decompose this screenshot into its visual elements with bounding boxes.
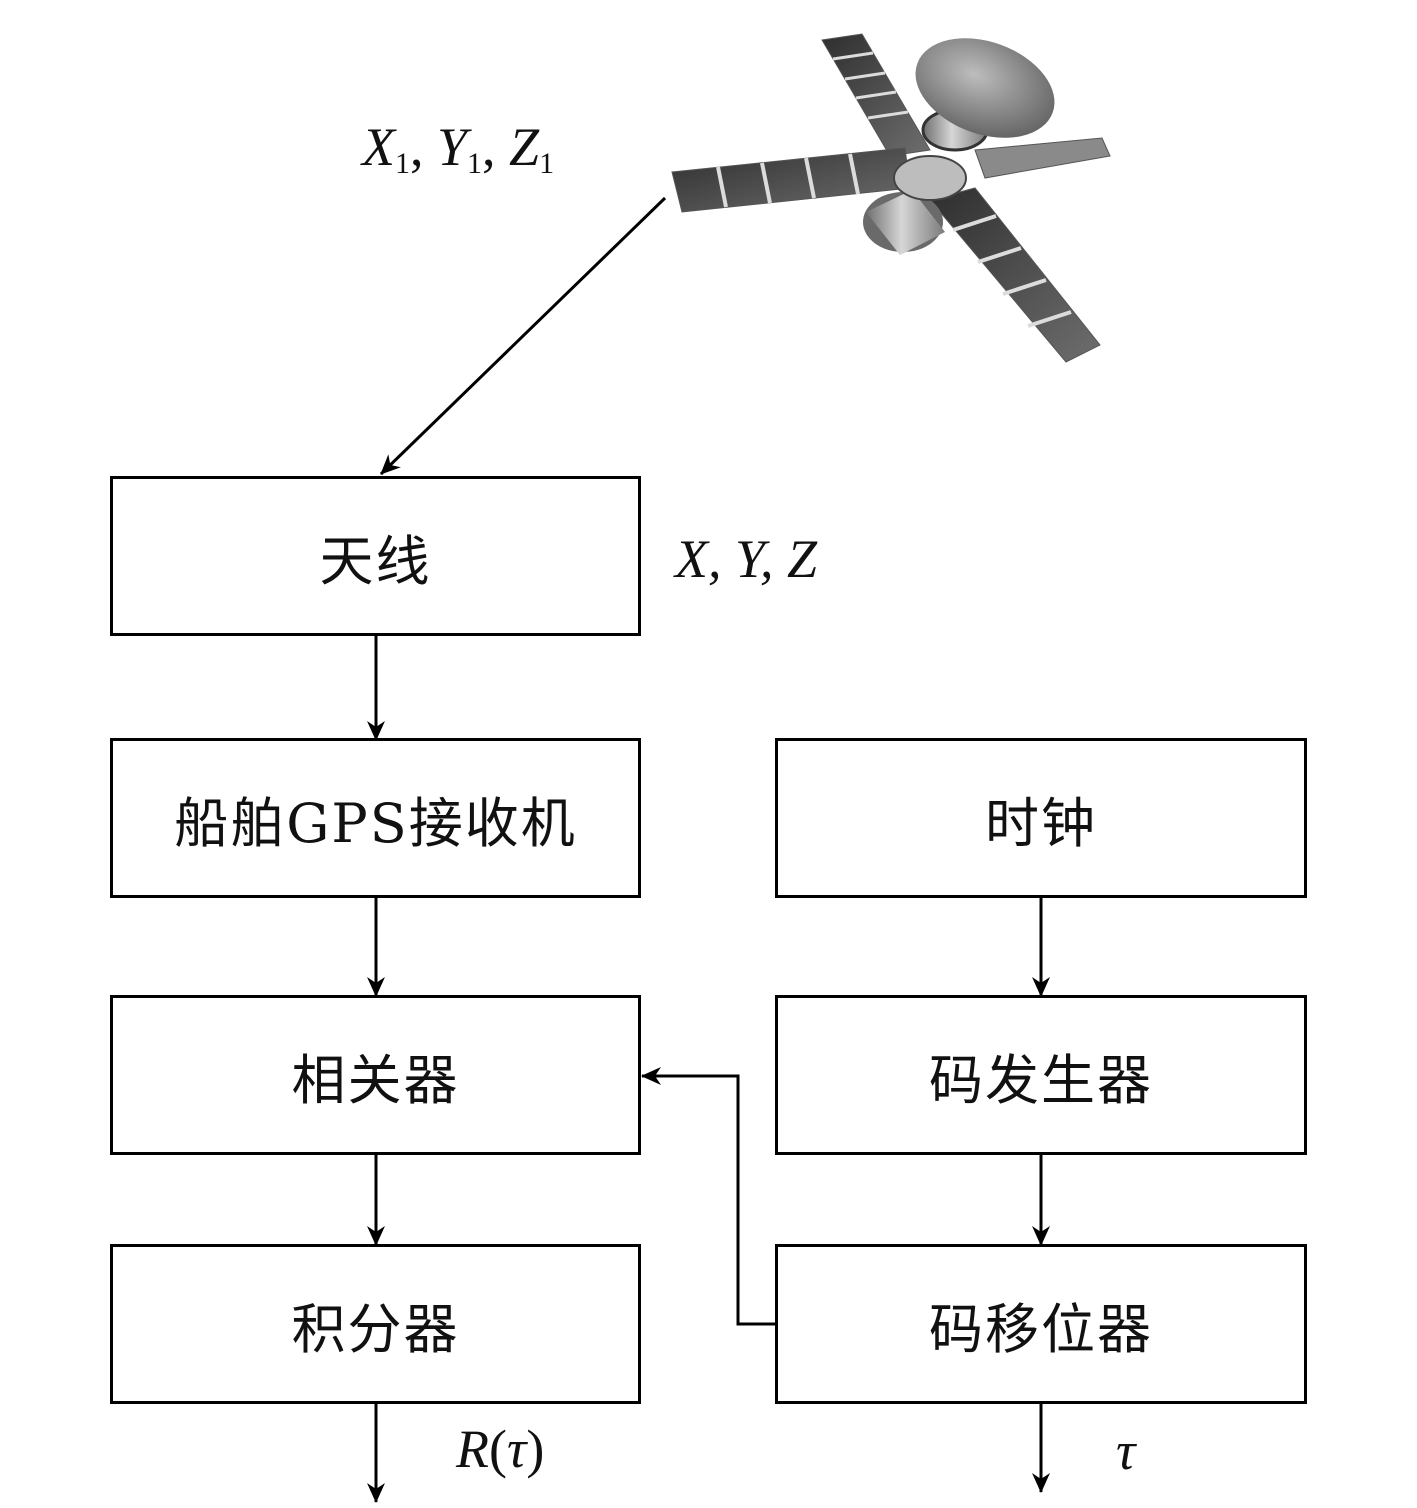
code-generator-label: 码发生器: [929, 1048, 1153, 1112]
code-generator-box: 码发生器: [775, 995, 1307, 1155]
antenna-box: 天线: [110, 476, 641, 636]
clock-label: 时钟: [985, 791, 1097, 855]
code-shifter-box: 码移位器: [775, 1244, 1307, 1404]
sat-z-label: Z: [509, 117, 540, 177]
signal-arrow: [379, 196, 667, 476]
sat-z-sub: 1: [539, 147, 555, 180]
sat-y-sub: 1: [467, 147, 483, 180]
clock-box: 时钟: [775, 738, 1307, 898]
arrow-shifter-correlator: [641, 1067, 777, 1326]
integrator-label: 积分器: [291, 1297, 460, 1361]
antenna-label: 天线: [319, 529, 432, 593]
satellite-icon: [671, 33, 1111, 363]
sat-x-label: X: [362, 117, 395, 177]
correlator-label: 相关器: [291, 1048, 460, 1112]
correlator-box: 相关器: [110, 995, 641, 1155]
tau-output-label: τ: [1116, 1421, 1136, 1481]
satellite-coordinates: X1, Y1, Z1: [362, 117, 555, 180]
sat-y-label: Y: [437, 117, 468, 177]
receiver-label: 船舶GPS接收机: [174, 791, 577, 855]
antenna-coordinates: X, Y, Z: [675, 529, 818, 589]
receiver-box: 船舶GPS接收机: [110, 738, 641, 898]
sat-x-sub: 1: [395, 147, 410, 180]
correlation-output-label: R(τ): [456, 1419, 545, 1479]
code-shifter-label: 码移位器: [929, 1297, 1153, 1361]
r-function-label: R: [456, 1419, 489, 1479]
integrator-box: 积分器: [110, 1244, 641, 1404]
r-tau-arg: τ: [506, 1419, 527, 1479]
